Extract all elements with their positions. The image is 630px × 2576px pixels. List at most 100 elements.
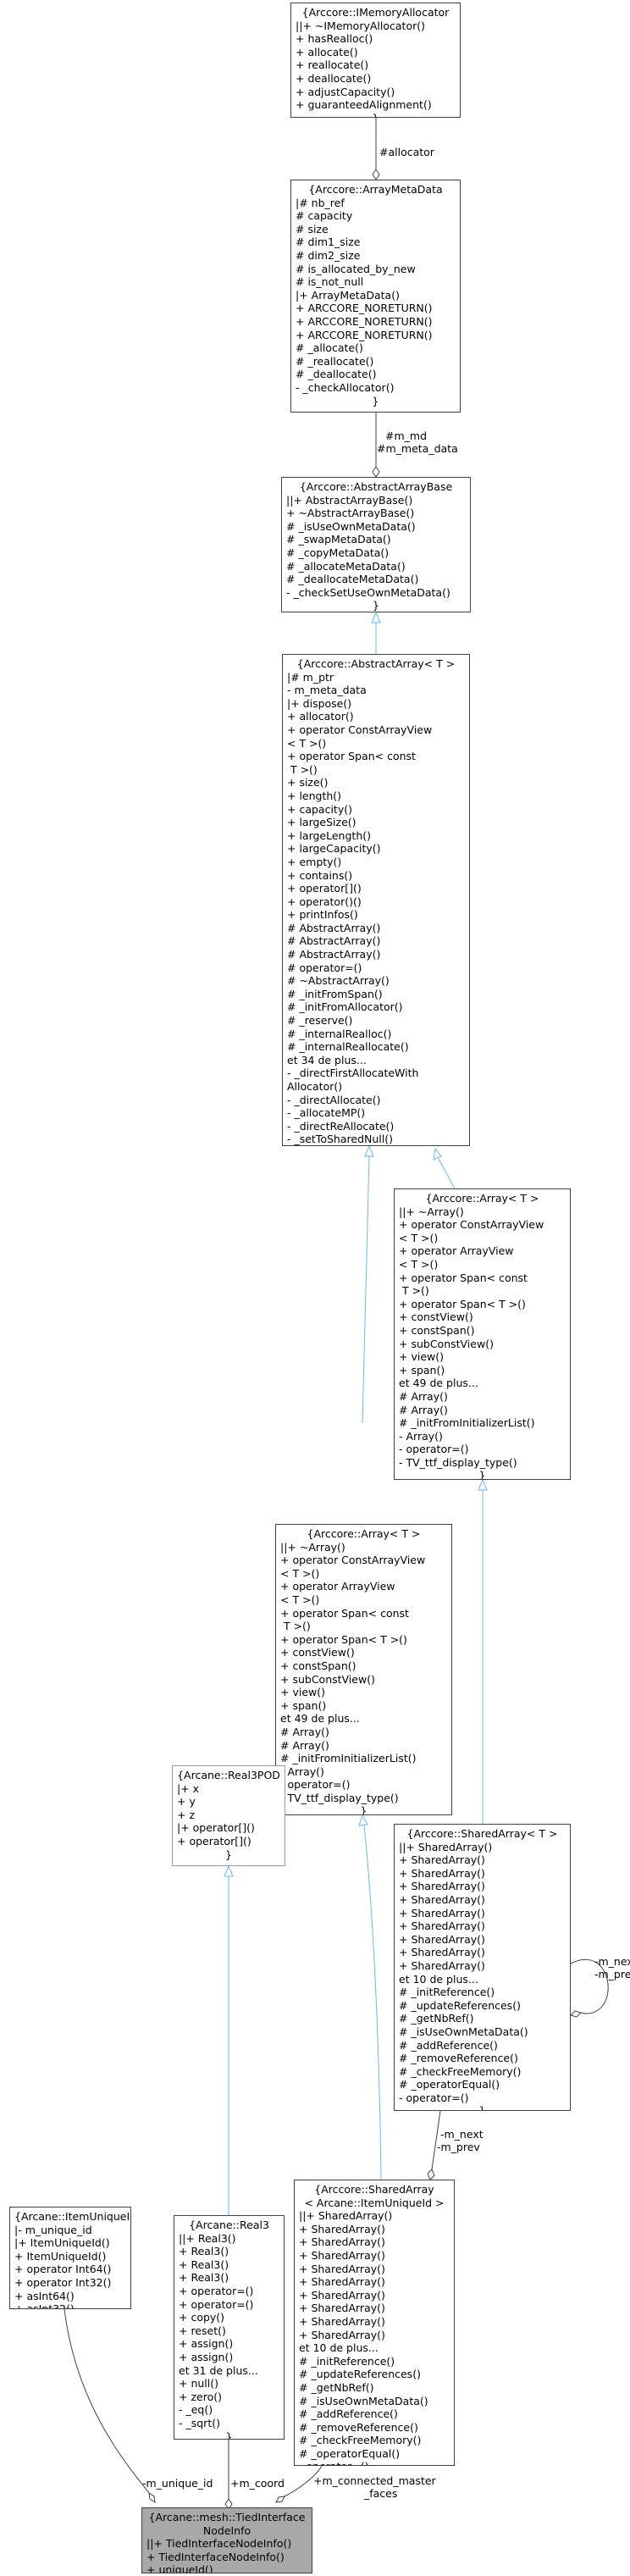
member-line: # _swapMetaData() (286, 533, 391, 546)
node-title: {Arccore::Array< T > (307, 1527, 421, 1540)
member-line: + SharedArray() (399, 1932, 485, 1946)
member-line: + size() (287, 776, 329, 789)
member-list: |# nb_ref# capacity# size# dim1_size# di… (296, 197, 456, 395)
node-item-unique-id[interactable]: {Arcane::ItemUniqueId |- m_unique_id|+ I… (9, 2207, 131, 2309)
node-title: {Arcane::Real3POD (177, 1769, 280, 1781)
member-line: + ARCCORE_NORETURN() (296, 328, 433, 341)
member-line: + operator ConstArrayView (399, 1218, 544, 1232)
member-line: + SharedArray() (299, 2288, 385, 2302)
member-line: + Real3() (179, 2245, 229, 2258)
member-line: # is_allocated_by_new (296, 262, 416, 275)
diamond-meta-data (372, 466, 380, 478)
node-array-meta-data[interactable]: {Arccore::ArrayMetaData |# nb_ref# capac… (290, 180, 461, 413)
node-close: } (360, 1804, 368, 1815)
diamond-connected-faces (275, 2496, 285, 2503)
member-line: + SharedArray() (299, 2302, 385, 2315)
member-line: + operator Int32() (14, 2275, 112, 2289)
member-list: |- m_unique_id|+ ItemUniqueId()+ ItemUni… (14, 2224, 126, 2309)
member-line: + ARCCORE_NORETURN() (296, 302, 433, 315)
member-line: - operator=() (299, 2460, 450, 2465)
node-abstract-array[interactable]: {Arccore::AbstractArray< T > |# m_ptr- m… (282, 654, 470, 1146)
member-line: + asInt32() (14, 2302, 75, 2309)
node-real3pod[interactable]: {Arcane::Real3POD |+ x+ y+ z|+ operator[… (172, 1765, 285, 1866)
member-line: + constView() (280, 1646, 355, 1659)
diamond-self-loop (570, 2010, 582, 2018)
member-line: # _allocate() (296, 341, 363, 355)
arrow-inherit-real3 (224, 1864, 234, 1877)
member-line: + operator ConstArrayView (287, 723, 433, 736)
node-title: {Arccore::AbstractArray< T > (296, 657, 456, 670)
node-title: {Arccore::Array< T > (425, 1192, 539, 1205)
member-line: + operator ArrayView (280, 1580, 395, 1593)
arrow-inherit-array-right (433, 1147, 442, 1161)
member-line: - _directFirstAllocateWith (287, 1066, 419, 1080)
member-line: ||+ ~Array() (280, 1540, 345, 1554)
member-line: # capacity (296, 209, 353, 223)
member-line: # _removeReference() (299, 2420, 418, 2434)
member-line: # _deallocateMetaData() (286, 573, 419, 586)
member-line: # Array() (280, 1738, 329, 1752)
member-line: T >() (287, 762, 318, 776)
member-line: + SharedArray() (299, 2235, 385, 2249)
member-line: + SharedArray() (399, 1866, 485, 1880)
member-line: + SharedArray() (299, 2314, 385, 2328)
member-line: + largeSize() (287, 816, 356, 829)
member-line: + uniqueId() (146, 2563, 213, 2573)
node-tied-interface-node-info[interactable]: {Arcane::mesh::TiedInterface NodeInfo ||… (141, 2507, 312, 2573)
member-line: + operator[]() (177, 1834, 251, 1848)
member-line: + SharedArray() (299, 2248, 385, 2262)
member-line: # _operatorEqual() (399, 2078, 500, 2091)
member-line: # _addReference() (299, 2407, 398, 2421)
member-line: + null() (179, 2377, 218, 2390)
member-line: # _initFromSpan() (287, 987, 383, 1000)
member-line: + zero() (179, 2390, 222, 2403)
member-list: ||+ TiedInterfaceNodeInfo()+ TiedInterfa… (146, 2537, 307, 2573)
member-line: # size (296, 222, 329, 235)
edge-self-loop (570, 1958, 609, 2014)
member-line: - _directAllocate() (287, 1093, 381, 1106)
label-self-prev: -m_prev (594, 1968, 630, 1980)
member-line: + copy() (179, 2311, 225, 2324)
member-line: + operator Span< T >() (280, 1632, 407, 1646)
member-line: - Array() (399, 1429, 443, 1443)
member-line: # AbstractArray() (287, 921, 381, 934)
member-line: ||+ AbstractArrayBase() (286, 493, 413, 507)
member-line: - TV_ttf_display_type() (280, 1791, 399, 1804)
node-abstract-array-base[interactable]: {Arccore::AbstractArrayBase ||+ Abstract… (281, 477, 471, 612)
member-line: et 34 de plus... (287, 1053, 367, 1066)
member-line: # _isUseOwnMetaData() (399, 2025, 528, 2038)
member-line: # AbstractArray() (287, 934, 381, 948)
member-line: + operator Span< const (287, 750, 416, 763)
member-line: + SharedArray() (399, 1958, 485, 1972)
edge-connected-faces (284, 2465, 323, 2497)
node-close: } (225, 2429, 233, 2440)
member-line: + subConstView() (280, 1672, 375, 1686)
member-line: # _updateReferences() (399, 1998, 521, 2012)
member-line: + assign() (179, 2350, 234, 2363)
member-line: + operator Span< const (280, 1606, 409, 1620)
node-array-t-right[interactable]: {Arccore::Array< T > ||+ ~Array()+ opera… (394, 1188, 571, 1480)
node-shared-array-t[interactable]: {Arccore::SharedArray< T > ||+ SharedArr… (394, 1824, 571, 2111)
node-shared-array-uid[interactable]: {Arccore::SharedArray < Arcane::ItemUniq… (294, 2180, 455, 2466)
label-connected-2: _faces (364, 2487, 398, 2500)
member-line: - _setToSharedNull() (287, 1133, 393, 1146)
member-line: |+ ItemUniqueId() (14, 2236, 110, 2250)
node-array-t-left[interactable]: {Arccore::Array< T > ||+ ~Array()+ opera… (275, 1524, 452, 1815)
member-line: ||+ SharedArray() (399, 1840, 493, 1853)
member-line: ||+ ~Array() (399, 1205, 464, 1218)
diamond-unique-id (148, 2491, 156, 2504)
member-line: et 49 de plus... (399, 1377, 478, 1390)
node-real3[interactable]: {Arcane::Real3 ||+ Real3()+ Real3()+ Rea… (174, 2215, 285, 2440)
node-close: } (373, 599, 379, 612)
member-list: |+ x+ y+ z|+ operator[]()+ operator[]() (177, 1782, 280, 1848)
node-imemory-allocator[interactable]: {Arccore::IMemoryAllocator ||+ ~IMemoryA… (290, 3, 461, 118)
member-line: # _operatorEqual() (299, 2446, 401, 2460)
member-line: + SharedArray() (299, 2262, 385, 2275)
node-close: } (478, 1469, 486, 1480)
edge-unique-id (64, 2308, 150, 2494)
member-line: # _getNbRef() (299, 2380, 374, 2394)
member-line: # Array() (399, 1403, 448, 1416)
member-line: + reset() (179, 2324, 226, 2337)
member-line: + span() (399, 1363, 445, 1377)
node-close: } (478, 2104, 486, 2111)
